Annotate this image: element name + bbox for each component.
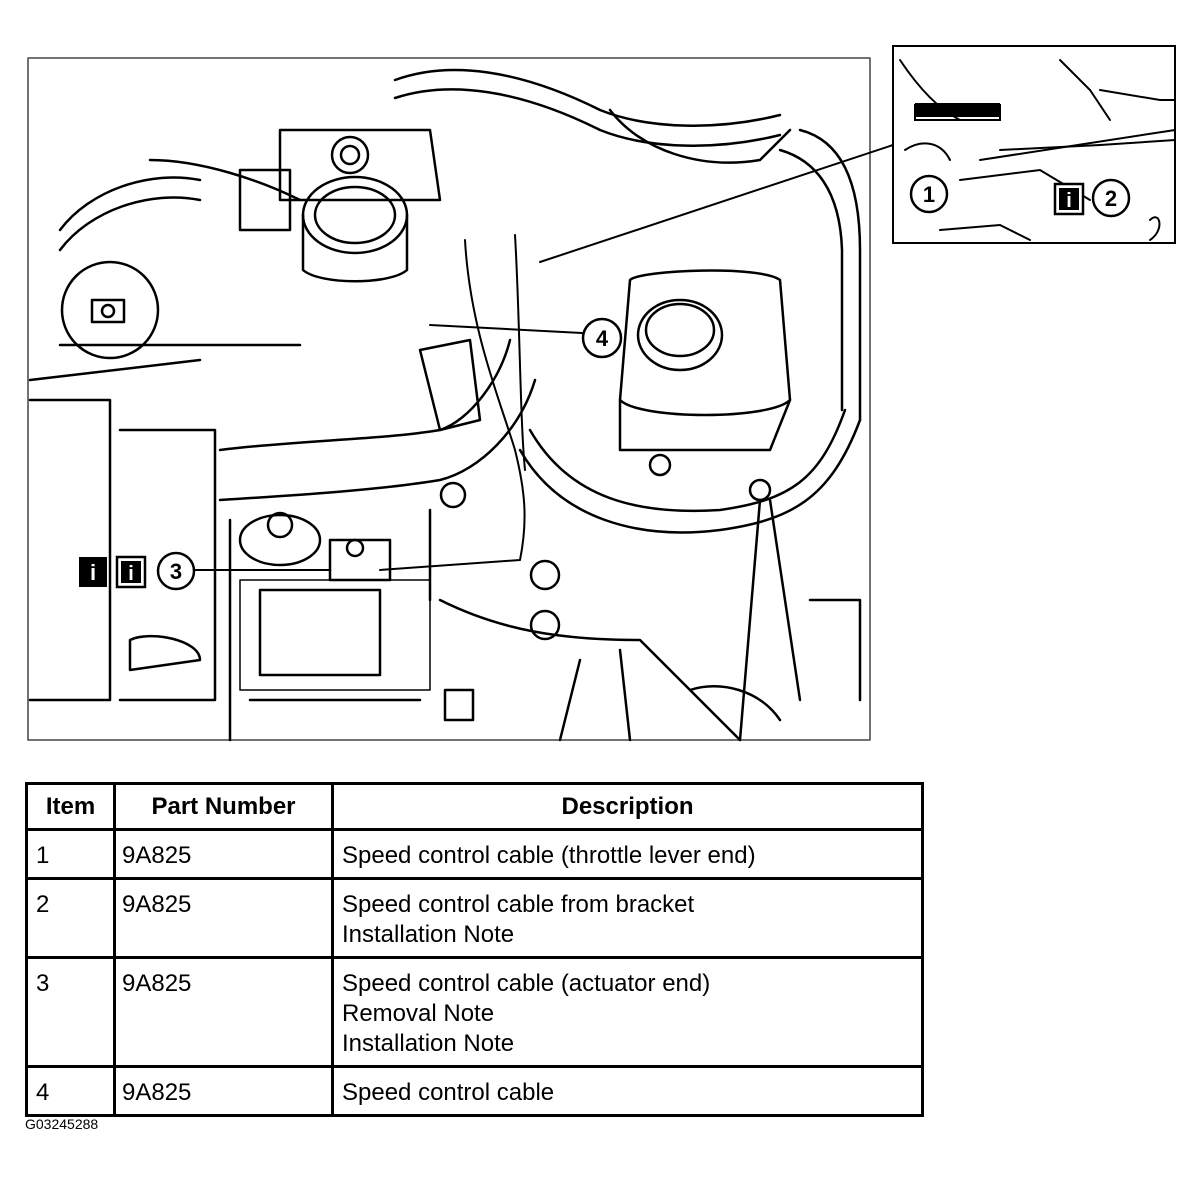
description-line: Speed control cable from bracket	[342, 891, 695, 918]
table-header-row: Item Part Number Description	[25, 782, 924, 831]
figure-code: G03245288	[25, 1116, 99, 1132]
installation-note-link[interactable]: Installation Note	[342, 1030, 515, 1057]
header-item: Item	[25, 782, 116, 831]
cell-part-number: 9A825	[113, 828, 334, 880]
callout-4: 4	[581, 317, 623, 359]
cell-description: Speed control cable (throttle lever end)	[331, 828, 924, 880]
info-icon-outline[interactable]: i	[115, 555, 147, 589]
cell-part-number: 9A825	[113, 1065, 334, 1117]
callout-4-label: 4	[596, 326, 609, 351]
header-description: Description	[331, 782, 924, 831]
callout-1: 1	[909, 174, 949, 214]
cell-item: 2	[25, 877, 116, 959]
cell-item: 1	[25, 828, 116, 880]
table-row: 2 9A825 Speed control cable from bracket…	[25, 877, 924, 959]
removal-note-link[interactable]: Removal Note	[342, 1000, 495, 1027]
engine-diagram: 1 2 3 4 i i i	[27, 45, 1176, 742]
cell-item: 3	[25, 956, 116, 1068]
table-row: 4 9A825 Speed control cable	[25, 1065, 924, 1117]
cell-description: Speed control cable (actuator end) Remov…	[331, 956, 924, 1068]
info-icon-inset-glyph: i	[1066, 190, 1072, 212]
callout-3: 3	[156, 551, 196, 591]
description-line: Speed control cable	[342, 1079, 555, 1106]
description-line: Speed control cable (throttle lever end)	[342, 842, 756, 869]
cell-item: 4	[25, 1065, 116, 1117]
info-icon-filled[interactable]: i	[79, 557, 107, 587]
callout-2: 2	[1091, 178, 1131, 218]
parts-table: Item Part Number Description 1 9A825 Spe…	[25, 782, 924, 1117]
cell-description: Speed control cable from bracket Install…	[331, 877, 924, 959]
info-icon-outline-glyph: i	[128, 563, 134, 585]
cell-part-number: 9A825	[113, 956, 334, 1068]
info-icon-inset[interactable]: i	[1053, 182, 1085, 216]
info-icon-filled-glyph: i	[90, 560, 96, 585]
description-line: Speed control cable (actuator end)	[342, 970, 711, 997]
table-row: 3 9A825 Speed control cable (actuator en…	[25, 956, 924, 1068]
cell-description: Speed control cable	[331, 1065, 924, 1117]
header-part-number: Part Number	[113, 782, 334, 831]
installation-note-link[interactable]: Installation Note	[342, 921, 515, 948]
callout-2-label: 2	[1105, 186, 1117, 211]
callout-3-label: 3	[170, 559, 182, 584]
cell-part-number: 9A825	[113, 877, 334, 959]
table-row: 1 9A825 Speed control cable (throttle le…	[25, 828, 924, 880]
callout-1-label: 1	[923, 182, 935, 207]
inset-detail	[892, 45, 1176, 244]
